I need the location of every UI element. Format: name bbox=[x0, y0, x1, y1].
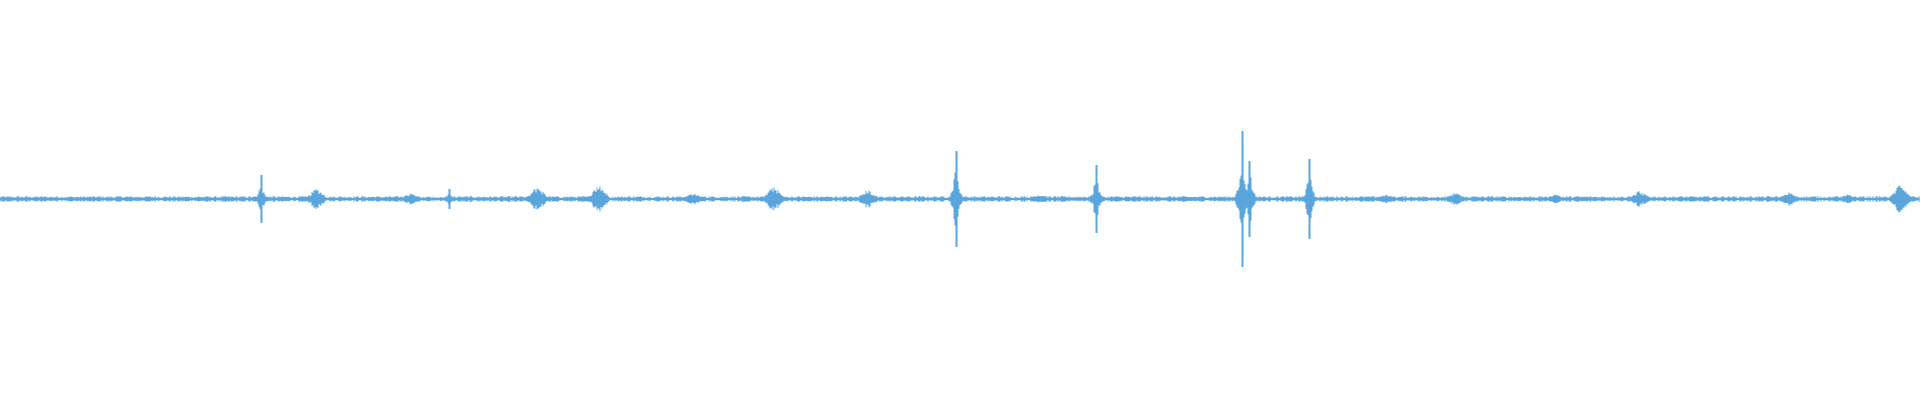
waveform-trace bbox=[0, 131, 1920, 267]
